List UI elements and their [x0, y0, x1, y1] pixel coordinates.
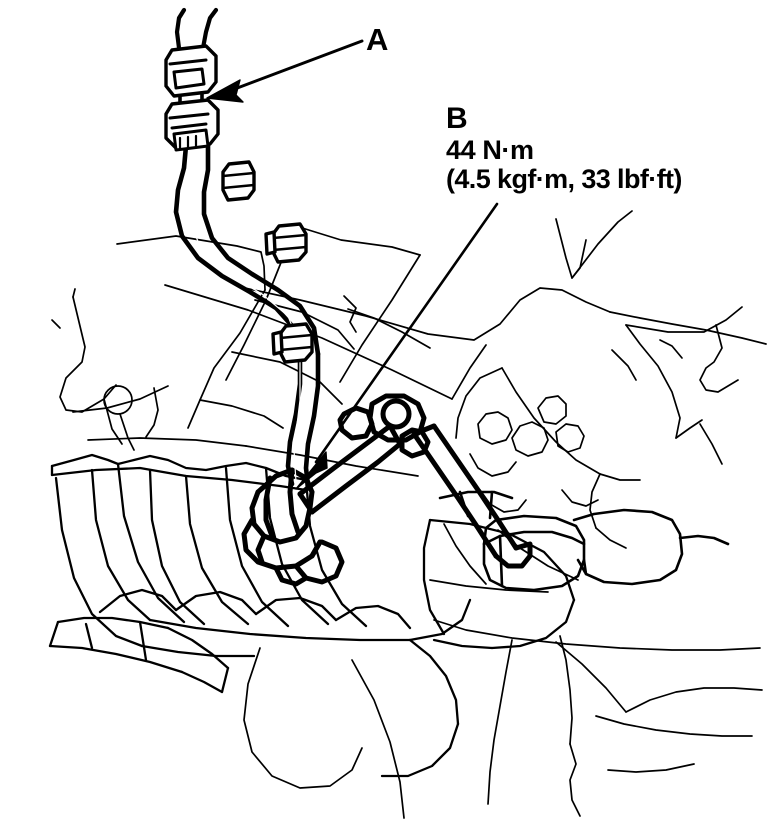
torque-value-nm: 44 N·m [446, 135, 534, 165]
harness-highlight [191, 149, 301, 483]
callout-label-a: A [366, 22, 389, 57]
callout-leader-b [295, 202, 499, 490]
harness-clamps [221, 160, 314, 364]
callout-label-b: B [446, 102, 468, 135]
callout-leader-a [206, 39, 364, 103]
torque-callout-block: B 44 N·m (4.5 kgf·m, 33 lbf·ft) [446, 104, 682, 193]
oxygen-sensor-assembly [241, 393, 533, 587]
exhaust-manifold [48, 453, 576, 778]
harness-connector-a [164, 7, 220, 152]
torque-value-alternate-units: (4.5 kgf·m, 33 lbf·ft) [446, 164, 682, 194]
mounted-component-blocks [438, 490, 730, 592]
